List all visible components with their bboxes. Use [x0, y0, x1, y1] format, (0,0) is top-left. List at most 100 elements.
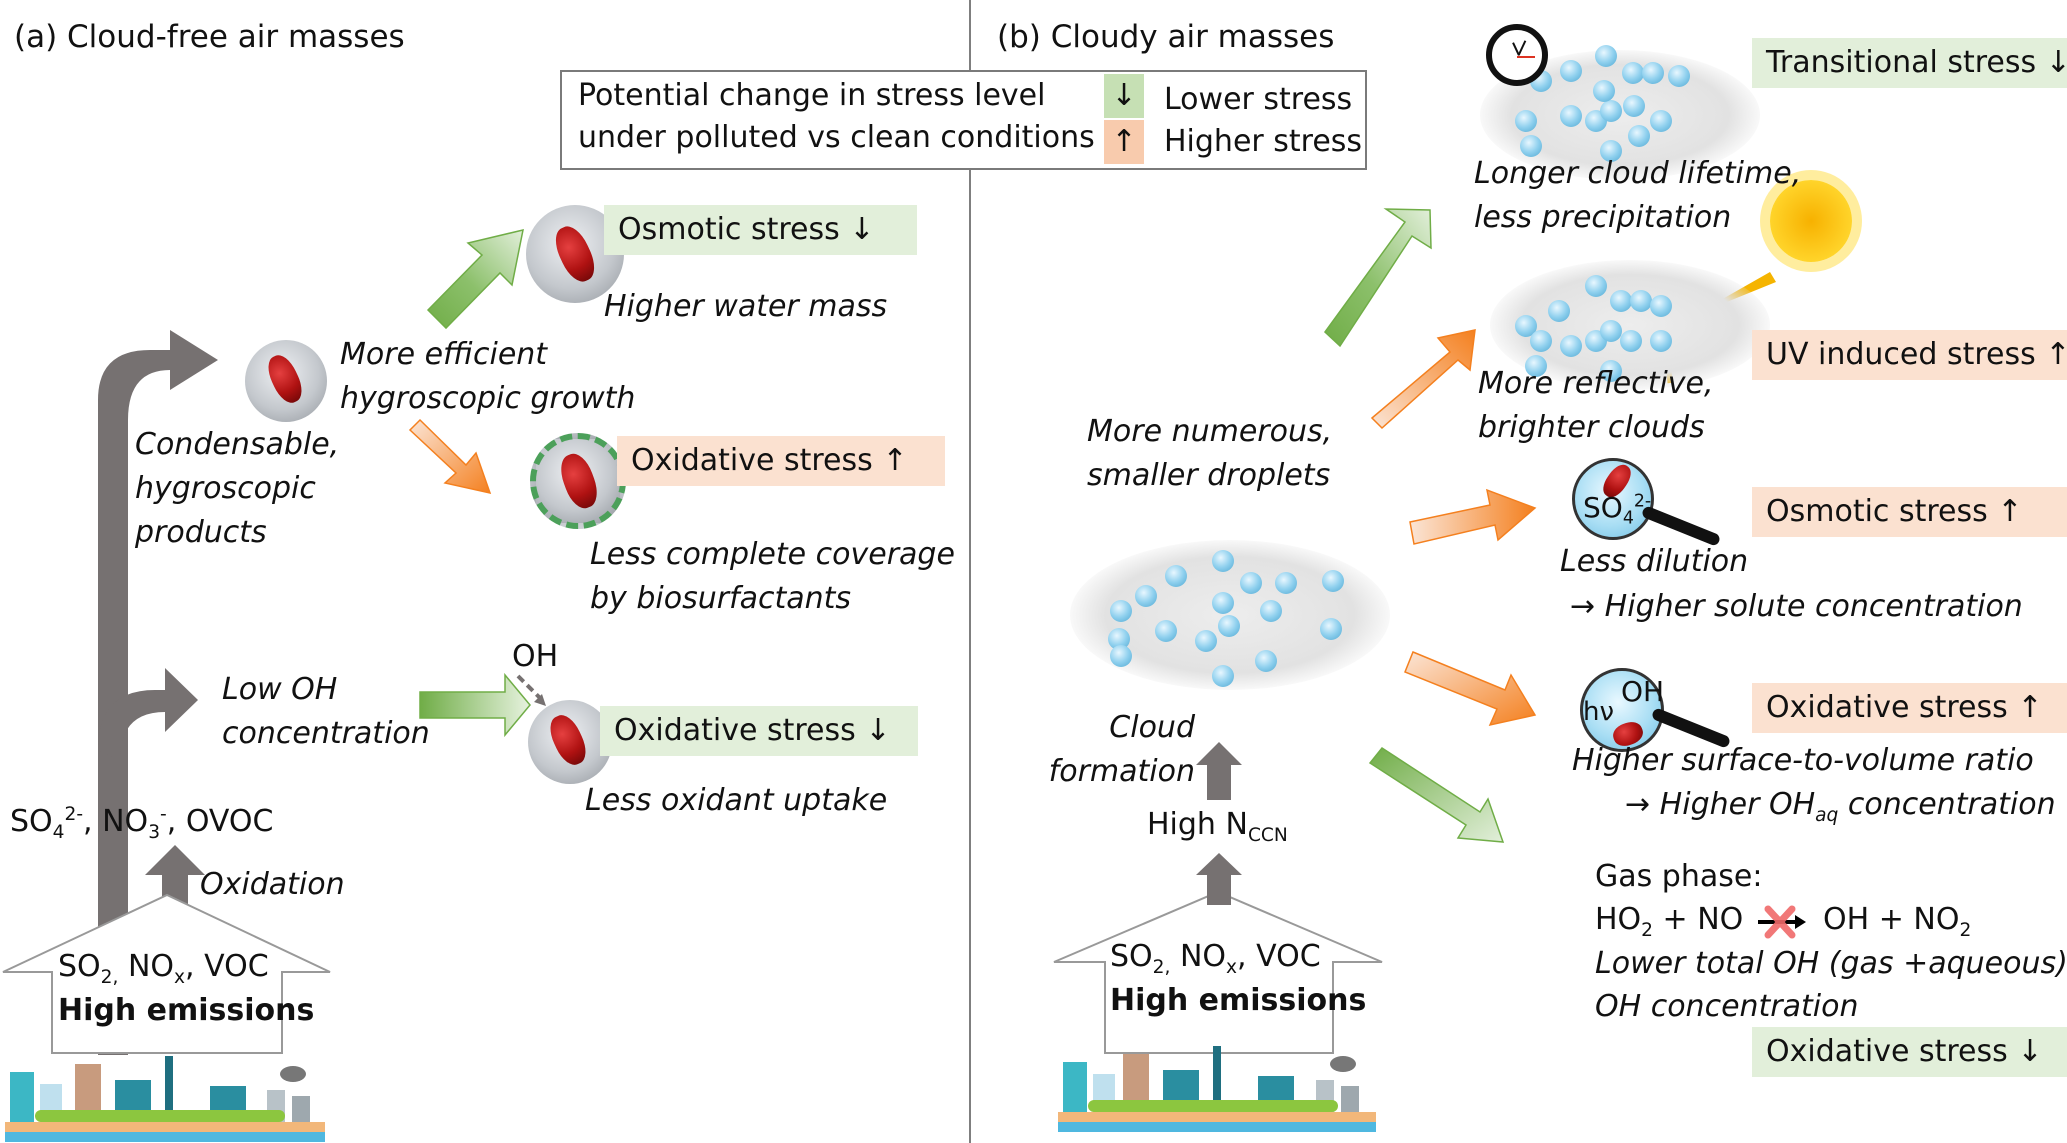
emissions-arrow-a	[2, 893, 331, 1054]
green-arrow-low-oh	[419, 672, 531, 738]
water-droplet-icon	[1530, 330, 1552, 352]
water-droplet-icon	[1620, 330, 1642, 352]
no3-sub: 3	[148, 822, 161, 843]
caption-line-2: by biosurfactants	[590, 581, 852, 616]
water-droplet-icon	[1195, 630, 1217, 652]
cloud-formation-line-2: formation	[1048, 754, 1195, 789]
water-droplet-icon	[1135, 585, 1157, 607]
legend-line-2: under polluted vs clean conditions	[578, 120, 1095, 155]
transitional-stress-lower-badge: Transitional stress ↓	[1752, 38, 2067, 88]
nccn-prefix: High N	[1147, 807, 1248, 842]
ho2-text: HO	[1595, 902, 1642, 937]
water-droplet-icon	[1525, 355, 1547, 377]
caption-line-1: Longer cloud lifetime,	[1474, 156, 1802, 191]
water-droplet-icon	[1600, 360, 1622, 382]
water-droplet-icon	[1600, 140, 1622, 162]
caption-line-2: brighter clouds	[1478, 410, 1705, 445]
water-droplet-icon	[1110, 645, 1132, 667]
lens-so4-label: SO42-	[1583, 491, 1651, 529]
bacterium-icon	[555, 449, 603, 513]
high-nccn-label: High NCCN	[1147, 807, 1288, 846]
growth-line-1: More efficient	[340, 337, 548, 372]
emissions-species-b: SO2, NOx, VOC	[1110, 939, 1321, 978]
no3-text: , NO	[83, 804, 149, 839]
badge-label: Oxidative stress	[614, 713, 856, 748]
voc-text: , VOC	[185, 949, 269, 984]
legend-line-1: Potential change in stress level	[578, 78, 1046, 113]
green-arrow-growth	[426, 229, 524, 330]
water-droplet-icon	[1650, 330, 1672, 352]
water-droplet-icon	[1108, 628, 1130, 650]
ho2-sub: 2	[1641, 920, 1654, 941]
badge-label: Osmotic stress	[1766, 494, 1988, 529]
water-droplet-icon	[1622, 62, 1644, 84]
panel-divider	[969, 0, 971, 1143]
reflective-caption: More reflective, brighter clouds	[1478, 362, 1714, 450]
oxidative-stress-higher-badge: Oxidative stress ↑	[617, 436, 945, 486]
water-droplet-icon	[1155, 620, 1177, 642]
water-droplet-icon	[1240, 572, 1262, 594]
water-droplet-icon	[1515, 315, 1537, 337]
so4-text: SO	[1583, 491, 1623, 524]
emissions-arrow-b	[1053, 890, 1383, 1054]
bacterium-particle-biosurfactant	[530, 433, 626, 529]
water-droplet-icon	[1322, 570, 1344, 592]
gas-phase-line-4: OH concentration	[1595, 989, 1859, 1024]
droplets-line-1: More numerous,	[1087, 414, 1333, 449]
condensable-text: Condensable, hygroscopic products	[135, 423, 339, 555]
gas-phase-title: Gas phase:	[1595, 859, 1763, 894]
green-arrow-gas-phase	[1368, 746, 1505, 843]
industrial-city-icon	[1058, 1046, 1376, 1132]
stress-legend: Potential change in stress level under p…	[560, 70, 1367, 170]
nox-text: NO	[118, 949, 174, 984]
gas-phase-reactants: HO2 + NO	[1595, 902, 1743, 941]
water-droplet-icon	[1630, 290, 1652, 312]
condensable-line-3: products	[135, 515, 267, 550]
water-droplet-icon	[1212, 550, 1234, 572]
lens-oh-label: OH	[1621, 675, 1665, 708]
arrow-down-icon: ↓	[865, 713, 891, 748]
magnifier-solute-icon: SO42-	[1572, 458, 1654, 540]
arrow-up-icon: ↑	[1997, 494, 2023, 529]
so2-sub: 2,	[1152, 957, 1171, 978]
oh-dashed-arrow	[516, 674, 542, 700]
orange-arrow-osmotic	[1409, 488, 1537, 545]
higher-water-mass-caption: Higher water mass	[604, 289, 888, 324]
green-arrow-transitional	[1324, 208, 1432, 348]
high-emissions-label-a: High emissions	[58, 993, 315, 1028]
droplets-text: More numerous, smaller droplets	[1087, 410, 1332, 498]
nccn-sub: CCN	[1247, 825, 1288, 846]
water-droplet-icon	[1320, 618, 1342, 640]
no3-sup: -	[160, 804, 167, 825]
voc-text: , VOC	[1237, 939, 1321, 974]
water-droplet-icon	[1560, 60, 1582, 82]
water-droplet-icon	[1520, 135, 1542, 157]
water-droplet-icon	[1610, 290, 1632, 312]
water-droplet-icon	[1628, 125, 1650, 147]
nox-sub: x	[174, 967, 186, 988]
water-droplet-icon	[1515, 110, 1537, 132]
biosurfactant-caption: Less complete coverage by biosurfactants	[590, 533, 955, 621]
oh-no2-text: OH + NO	[1823, 902, 1960, 937]
arrow-up-icon: ↑	[2017, 690, 2043, 725]
water-droplet-icon	[1650, 295, 1672, 317]
water-droplet-icon	[1600, 100, 1622, 122]
water-droplet-icon	[1595, 45, 1617, 67]
nox-sub: x	[1226, 957, 1238, 978]
water-droplet-icon	[1548, 300, 1570, 322]
gas-phase-products: OH + NO2	[1823, 902, 1971, 941]
low-oh-text: Low OH concentration	[222, 668, 430, 756]
water-droplet-icon	[1642, 62, 1664, 84]
condensable-line-1: Condensable,	[135, 427, 340, 462]
oxidative-stress-higher-badge-b: Oxidative stress ↑	[1752, 683, 2067, 733]
less-dilution-caption: Less dilution	[1560, 544, 1749, 579]
high-emissions-label-b: High emissions	[1110, 983, 1367, 1018]
bacterium-particle-low-oh	[528, 700, 612, 784]
oxidative-stress-lower-badge-b: Oxidative stress ↓	[1752, 1027, 2067, 1077]
so4-sup: 2-	[64, 804, 84, 825]
oxidation-label: Oxidation	[200, 867, 345, 902]
cloud-formation-text: Cloud formation	[1040, 706, 1195, 794]
surface-volume-caption: Higher surface-to-volume ratio	[1572, 743, 2034, 778]
lens-hv-label: hν	[1583, 697, 1615, 727]
water-droplet-icon	[1600, 320, 1622, 342]
